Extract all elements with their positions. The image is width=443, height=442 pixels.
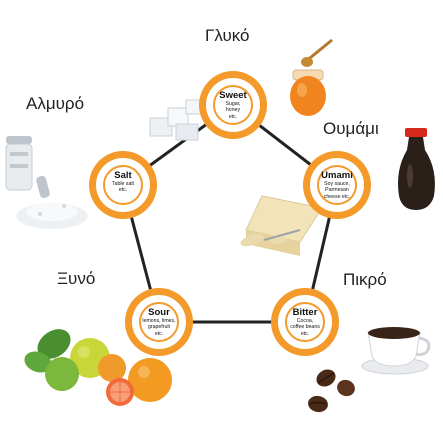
- node-salt: [89, 151, 157, 219]
- parmesan-cheese-icon: [240, 195, 323, 256]
- soy-sauce-bottle-icon: [398, 128, 435, 210]
- honey-jar-icon: [290, 38, 333, 116]
- node-sweet: [199, 71, 267, 139]
- node-bitter: [271, 288, 339, 356]
- salt-shaker-icon: [5, 136, 33, 191]
- coffee-beans-icon: [308, 369, 355, 413]
- node-sour: [125, 288, 193, 356]
- label-sweet-greek: Γλυκό: [205, 26, 250, 45]
- label-bitter-greek: Πικρό: [343, 270, 387, 289]
- sugar-cubes-icon: [149, 99, 203, 141]
- citrus-fruits-icon: [24, 329, 172, 406]
- coffee-cup-icon: [361, 327, 431, 375]
- label-sour-greek: Ξυνό: [57, 269, 96, 288]
- node-umami: [303, 151, 371, 219]
- label-umami-greek: Ουμάμι: [323, 119, 379, 138]
- salt-pile-icon: [16, 203, 88, 229]
- tipped-shaker-icon: [36, 175, 50, 199]
- label-salt-greek: Αλμυρό: [26, 94, 85, 113]
